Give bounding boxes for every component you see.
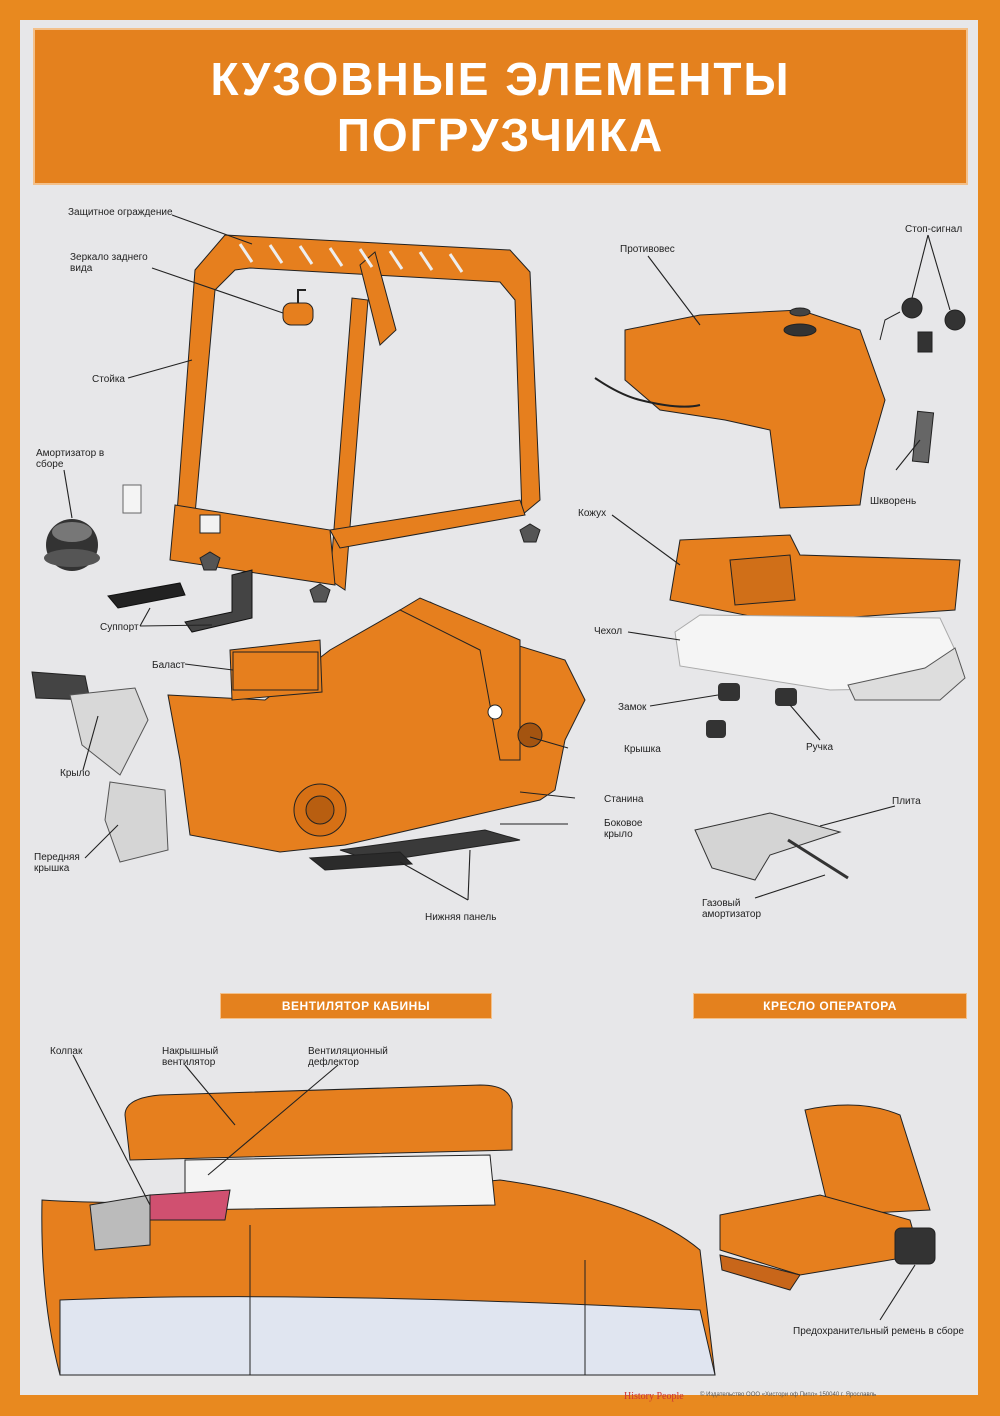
front-cover-part	[104, 781, 169, 863]
lower-panels	[308, 829, 521, 871]
lock-parts	[706, 683, 740, 738]
casing-part	[669, 534, 961, 623]
label-pin: Шкворень	[870, 496, 917, 507]
brake-light-parts	[879, 297, 966, 353]
label-roof-fan: Накрышный вентилятор	[162, 1046, 219, 1068]
label-vent-deflector: Вентиляционный дефлектор	[308, 1046, 388, 1068]
shock-absorber-assembly	[44, 519, 100, 571]
counterweight-part	[594, 307, 886, 509]
label-handle: Ручка	[806, 742, 834, 753]
label-counterweight: Противовес	[620, 244, 675, 255]
label-lower-panel: Нижняя панель	[425, 912, 497, 923]
small-bracket	[122, 484, 142, 514]
operator-seat-illustration	[719, 1104, 936, 1291]
title-line-2: ПОГРУЗЧИКА	[336, 108, 665, 161]
title-line-1: КУЗОВНЫЕ ЭЛЕМЕНТЫ	[210, 52, 791, 105]
label-brake-light: Стоп-сигнал	[905, 224, 963, 235]
label-ballast: Баласт	[152, 660, 186, 671]
label-side-fender: Боковое крыло	[604, 818, 643, 840]
label-cap: Колпак	[50, 1046, 83, 1057]
footer-imprint: © Издательство ООО «Хистори оф Пипл» 150…	[700, 1392, 877, 1398]
fender-part	[69, 687, 149, 776]
cover-bracket	[847, 647, 966, 701]
label-lid: Крышка	[624, 744, 661, 755]
label-shock-assembly: Амортизатор в сборе	[36, 448, 105, 470]
label-plate: Плита	[892, 796, 921, 807]
label-fender: Крыло	[60, 768, 91, 779]
label-front-cover: Передняя крышка	[34, 852, 80, 874]
supports	[107, 569, 253, 633]
rear-mirror	[282, 289, 314, 326]
label-gas-strut: Газовый амортизатор	[702, 898, 762, 920]
label-casing: Кожух	[578, 508, 607, 519]
label-support: Суппорт	[100, 622, 139, 633]
label-lock: Замок	[618, 702, 647, 713]
label-guard: Защитное ограждение	[68, 207, 173, 218]
poster-title: КУЗОВНЫЕ ЭЛЕМЕНТЫ ПОГРУЗЧИКА	[33, 28, 968, 185]
pin-part	[911, 410, 935, 464]
label-pillar: Стойка	[92, 374, 125, 385]
label-mirror: Зеркало заднего вида	[70, 252, 148, 274]
plate-part	[694, 812, 849, 881]
chassis-frame	[167, 597, 586, 853]
protective-guard	[169, 234, 541, 591]
section-operator-seat: КРЕСЛО ОПЕРАТОРА	[693, 993, 967, 1019]
leader-lines	[63, 214, 951, 1321]
brand-logo: History People	[624, 1391, 684, 1402]
label-seat-belt: Предохранительный ремень в сборе	[793, 1326, 964, 1337]
label-cover: Чехол	[594, 626, 623, 637]
cab-fan-illustration	[41, 1084, 716, 1376]
ballast-block	[232, 651, 319, 691]
label-frame: Станина	[604, 794, 644, 805]
handle-part	[775, 688, 797, 706]
mount-bushings	[199, 523, 541, 603]
section-cab-fan: ВЕНТИЛЯТОР КАБИНЫ	[220, 993, 492, 1019]
